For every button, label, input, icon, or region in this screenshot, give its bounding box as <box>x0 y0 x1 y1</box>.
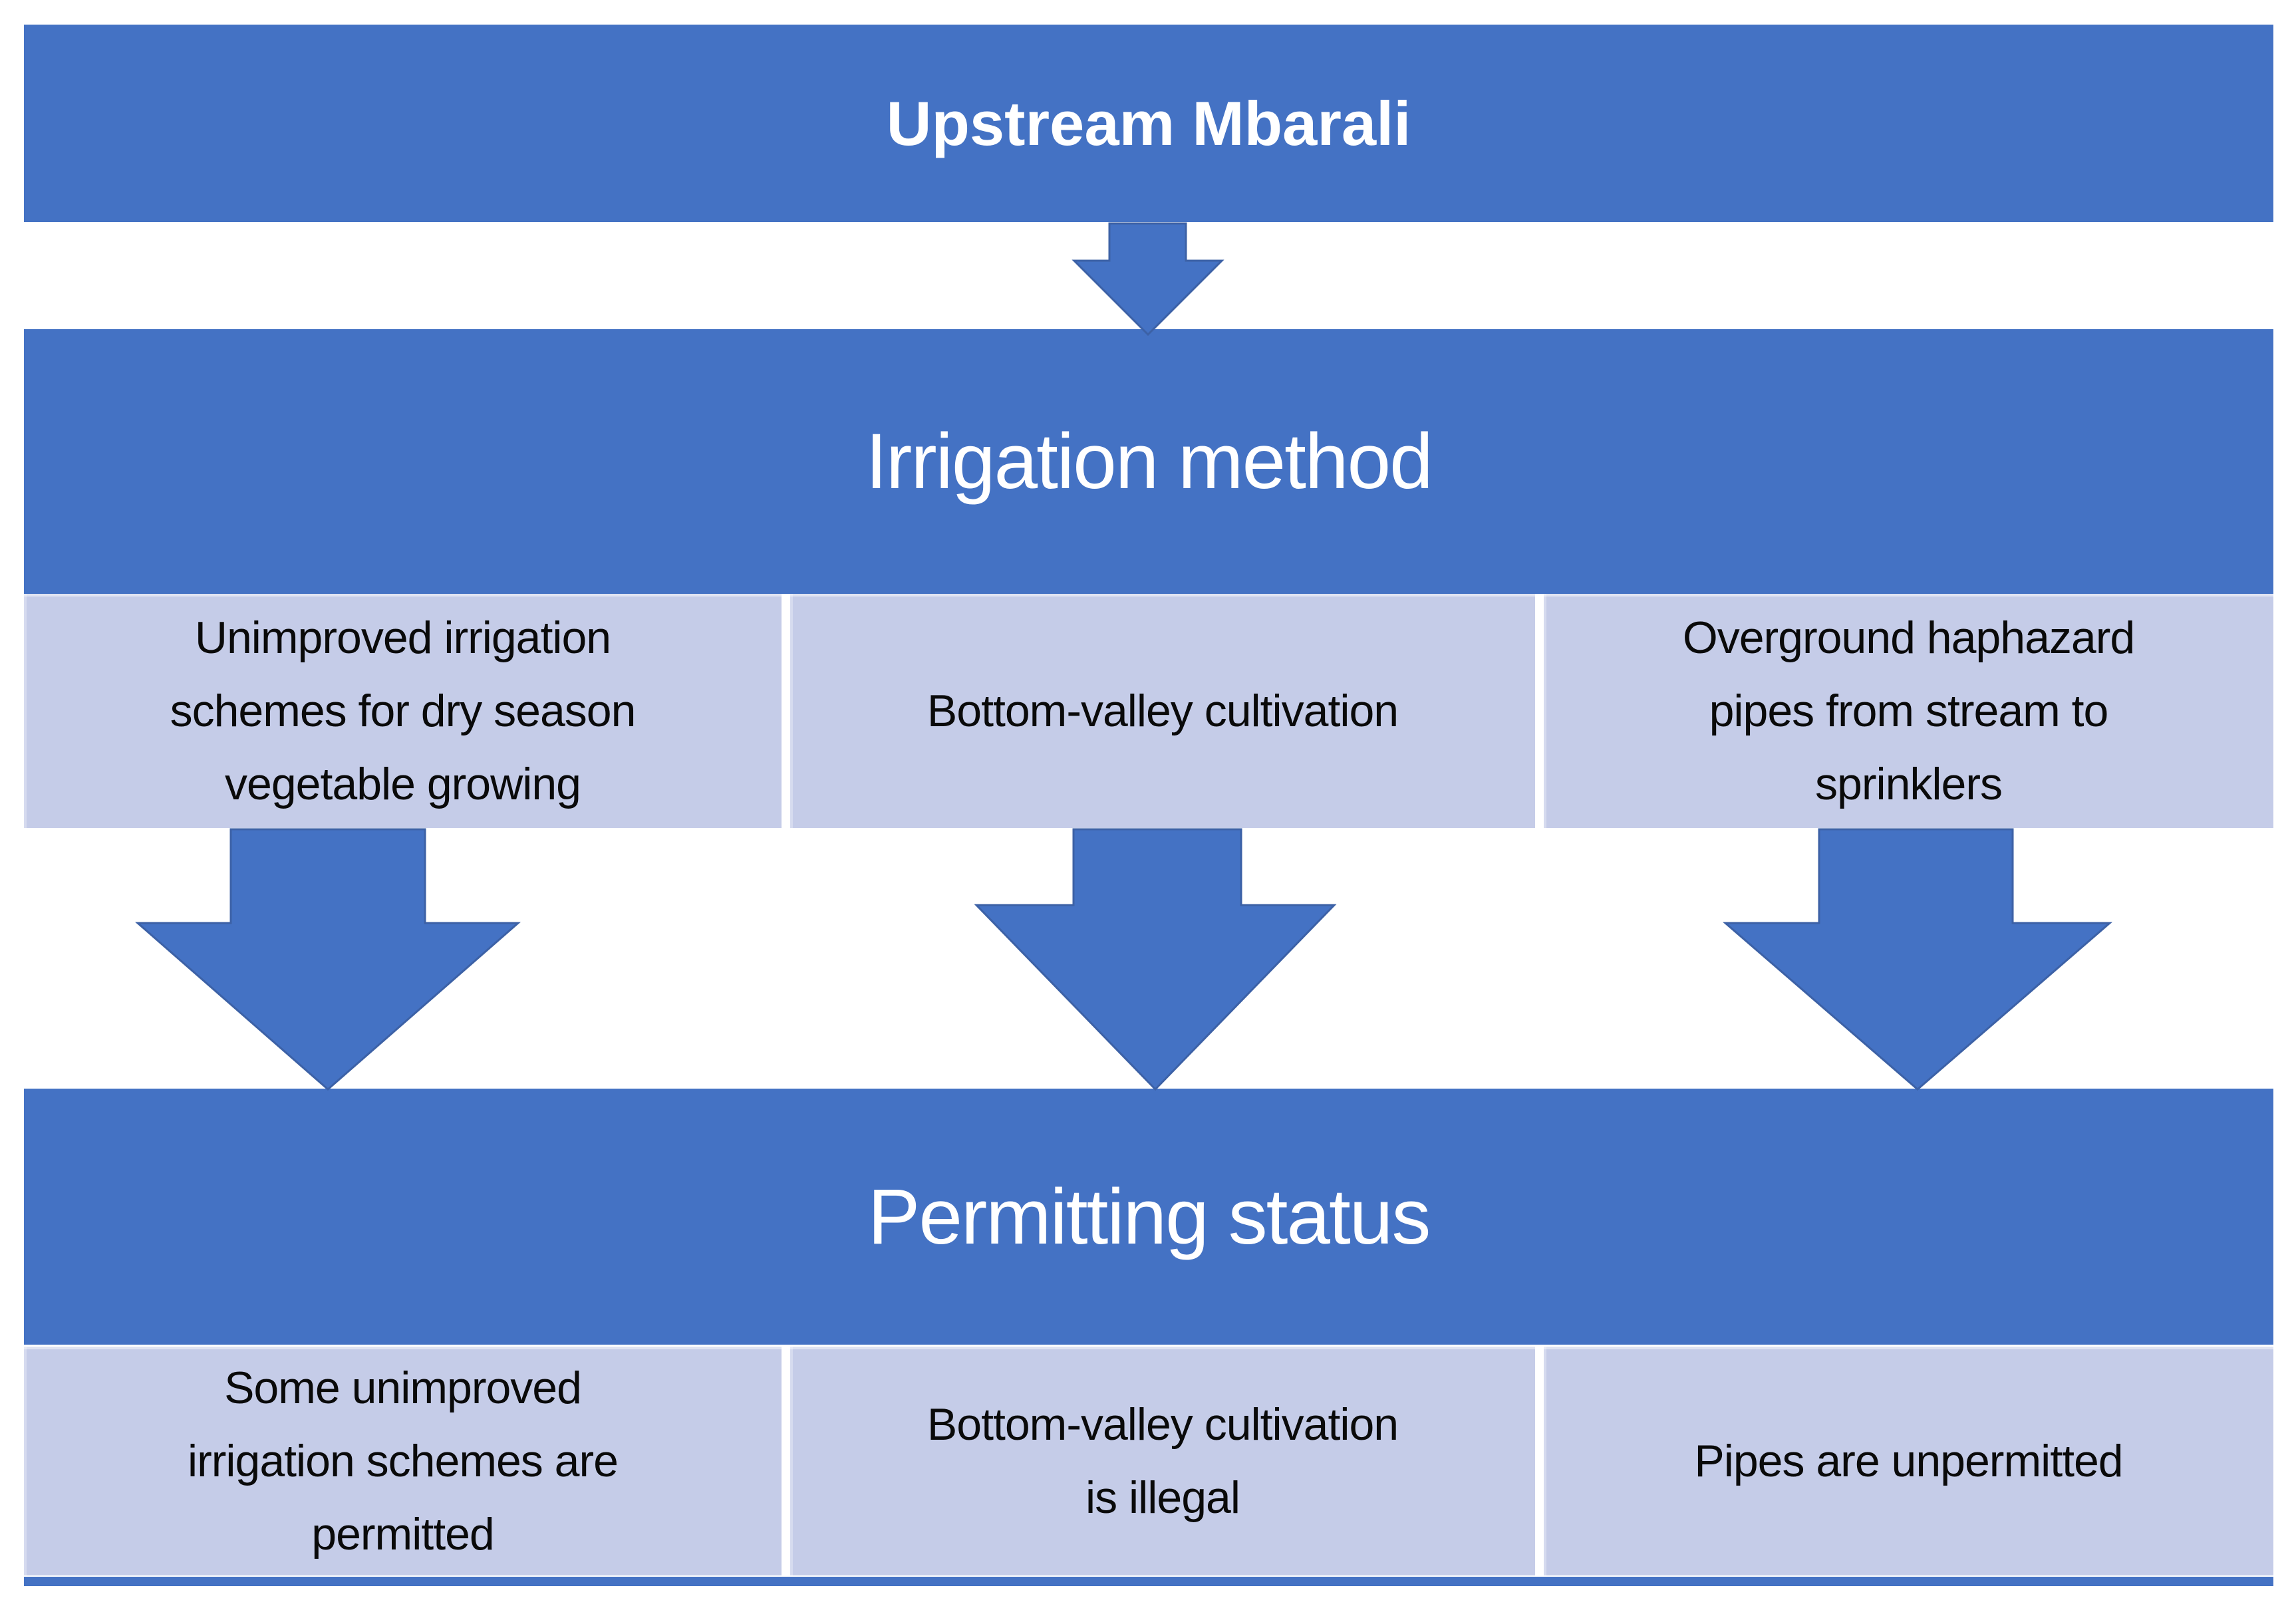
method-cell-row: Unimproved irrigation schemes for dry se… <box>24 594 2273 828</box>
cell-text-line: is illegal <box>1085 1472 1240 1523</box>
cell-text-line: sprinklers <box>1815 759 2003 809</box>
down-arrow-icon-middle <box>974 828 1337 1091</box>
status-cell-row: Some unimproved irrigation schemes are p… <box>24 1347 2273 1575</box>
cell-text-line: Some unimproved <box>224 1363 582 1413</box>
cell-text-line: irrigation schemes are <box>188 1436 619 1486</box>
irrigation-method-label: Irrigation method <box>865 418 1433 505</box>
irrigation-method-banner: Irrigation method <box>24 329 2273 594</box>
status-cell-pipes-unpermitted: Pipes are unpermitted <box>1544 1347 2273 1575</box>
down-arrow-icon-top <box>1072 222 1224 336</box>
permitting-status-banner: Permitting status <box>24 1089 2273 1345</box>
cell-text-line: Pipes are unpermitted <box>1694 1436 2123 1486</box>
title-banner-label: Upstream Mbarali <box>886 88 1411 158</box>
status-cell-cultivation-illegal: Bottom-valley cultivation is illegal <box>790 1347 1535 1575</box>
down-arrow-icon-right <box>1722 828 2113 1091</box>
cell-text-line: Bottom-valley cultivation <box>927 686 1399 736</box>
cell-text-line: Bottom-valley cultivation <box>927 1399 1399 1450</box>
method-cell-unimproved-schemes: Unimproved irrigation schemes for dry se… <box>24 594 782 828</box>
cell-text-line: Overground haphazard <box>1682 612 2135 663</box>
cell-text-line: vegetable growing <box>225 759 581 809</box>
cell-text-line: Unimproved irrigation <box>194 612 611 663</box>
title-banner: Upstream Mbarali <box>24 25 2273 222</box>
permitting-status-label: Permitting status <box>867 1172 1431 1261</box>
status-cell-schemes-permitted: Some unimproved irrigation schemes are p… <box>24 1347 782 1575</box>
down-arrow-icon-left <box>135 828 521 1091</box>
method-cell-overground-pipes: Overground haphazard pipes from stream t… <box>1544 594 2273 828</box>
cell-text-line: permitted <box>311 1509 494 1559</box>
method-cell-bottom-valley: Bottom-valley cultivation <box>790 594 1535 828</box>
cell-text-line: schemes for dry season <box>170 686 637 736</box>
cell-text-line: pipes from stream to <box>1709 686 2109 736</box>
bottom-accent-bar <box>24 1577 2273 1586</box>
